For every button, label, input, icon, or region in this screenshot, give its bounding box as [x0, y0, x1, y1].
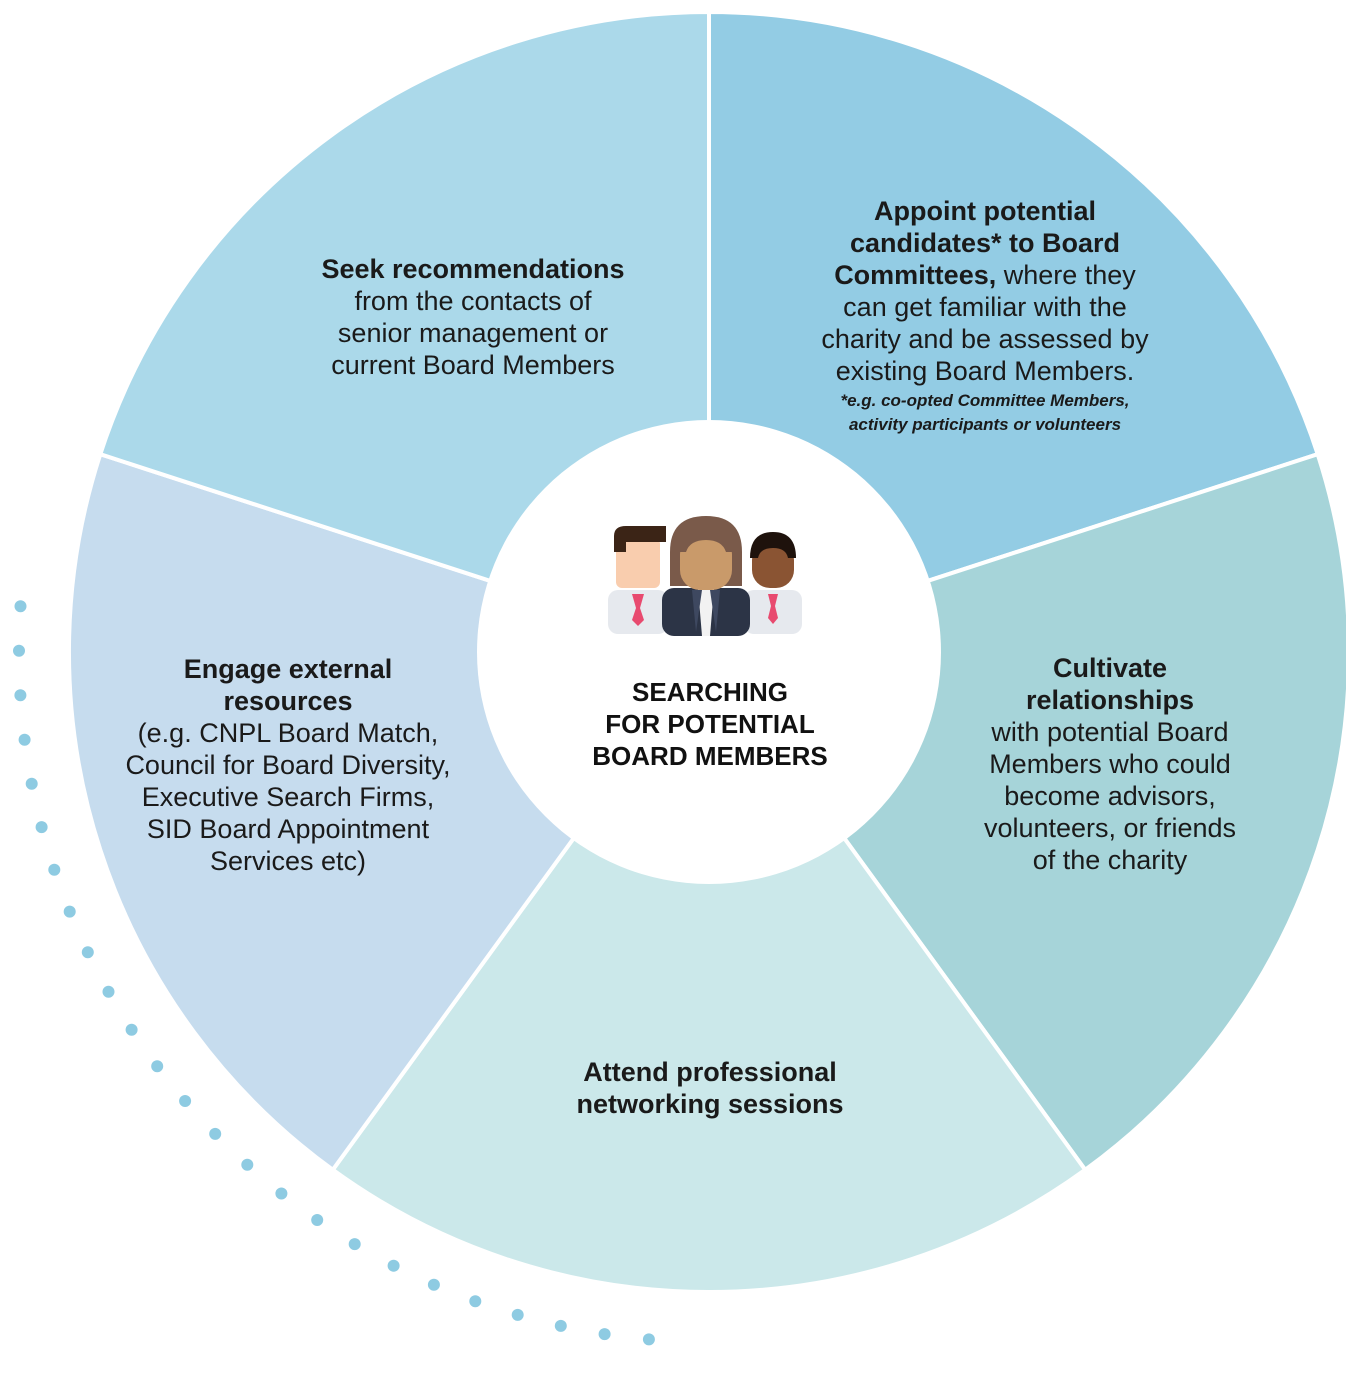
segment-cultivate-line: become advisors, [1004, 781, 1216, 811]
segment-engage-line: Council for Board Diversity, [125, 750, 451, 780]
decoration-dot [151, 1060, 164, 1073]
segment-cultivate-line: with potential Board [991, 717, 1229, 747]
people-group-icon [608, 516, 802, 636]
segment-engage-line: Executive Search Firms, [141, 782, 435, 812]
segment-engage-heading: Engage external [183, 654, 393, 684]
decoration-dot [102, 985, 115, 998]
segment-appoint-line: charity and be assessed by [821, 324, 1149, 354]
center-title-line: SEARCHING [631, 677, 788, 707]
decoration-dot [554, 1319, 567, 1332]
decoration-dot [511, 1308, 524, 1321]
segment-appoint-line: can get familiar with the [843, 292, 1127, 322]
segment-appoint-heading: candidates* to Board [849, 228, 1121, 258]
decoration-dot [275, 1187, 288, 1200]
decoration-dot [348, 1238, 361, 1251]
man-right-icon [744, 532, 802, 634]
segment-engage-line: SID Board Appointment [146, 814, 430, 844]
decoration-dot [387, 1259, 400, 1272]
segment-appoint-heading: Committees, [834, 260, 997, 290]
man-left-icon [608, 526, 668, 634]
decoration-dot [209, 1127, 222, 1140]
segment-cultivate-line: volunteers, or friends [983, 813, 1237, 843]
segment-attend [330, 648, 1088, 1294]
decoration-dot [14, 689, 27, 702]
decoration-dot [241, 1158, 254, 1171]
segment-cultivate-line: of the charity [1032, 845, 1188, 875]
segment-engage-heading: resources [223, 686, 353, 716]
segment-cultivate-text: Cultivate relationships with potential B… [940, 652, 1280, 876]
segment-cultivate-heading: relationships [1025, 685, 1195, 715]
center-title-line: FOR POTENTIAL [605, 709, 815, 739]
segment-seek-heading: Seek recommendations [321, 254, 625, 284]
segment-seek-text: Seek recommendations from the contacts o… [260, 253, 686, 381]
woman-center-icon [662, 516, 750, 636]
segment-attend-heading: networking sessions [576, 1089, 844, 1119]
decoration-dot [469, 1295, 482, 1308]
segment-appoint-footnote: activity participants or volunteers [848, 415, 1122, 434]
segment-appoint-heading: Appoint potential [874, 196, 1096, 226]
decoration-dot [427, 1278, 440, 1291]
segment-appoint-mixed-line: Committees, where they [770, 259, 1200, 291]
segment-appoint-line: existing Board Members. [835, 356, 1135, 386]
segment-attend-text: Attend professional networking sessions [480, 1056, 940, 1120]
segment-engage-line: Services etc) [209, 846, 367, 876]
segment-engage-text: Engage external resources (e.g. CNPL Boa… [88, 653, 488, 877]
decoration-dot [179, 1095, 192, 1107]
segment-engage-line: (e.g. CNPL Board Match, [137, 718, 439, 748]
segment-attend-heading: Attend professional [583, 1057, 837, 1087]
segment-cultivate-line: Members who could [989, 749, 1231, 779]
dotted-arc-decoration [13, 600, 655, 1346]
decoration-dot [35, 821, 48, 834]
segment-appoint-line: where they [996, 260, 1136, 290]
decoration-dot [18, 733, 31, 746]
decoration-dot [81, 946, 94, 959]
decoration-dot [63, 905, 76, 918]
center-circle [477, 420, 941, 884]
decoration-dot [14, 600, 27, 613]
segment-cultivate-heading: Cultivate [1052, 653, 1168, 683]
decoration-dot [311, 1214, 324, 1226]
center-title-line: BOARD MEMBERS [592, 741, 828, 771]
decoration-dot [25, 777, 38, 790]
decoration-dot [125, 1023, 138, 1036]
segment-seek-line: from the contacts of [354, 286, 592, 316]
center-title: SEARCHING FOR POTENTIAL BOARD MEMBERS [560, 676, 860, 772]
segment-appoint-footnote: *e.g. co-opted Committee Members, [840, 391, 1130, 410]
segment-seek-line: current Board Members [331, 350, 615, 380]
decoration-dot [48, 863, 61, 876]
decoration-dot [13, 644, 25, 657]
decoration-dot [598, 1328, 611, 1341]
segment-seek-line: senior management or [337, 318, 609, 348]
segment-appoint-text: Appoint potential candidates* to Board C… [770, 195, 1200, 436]
decoration-dot [642, 1333, 655, 1346]
